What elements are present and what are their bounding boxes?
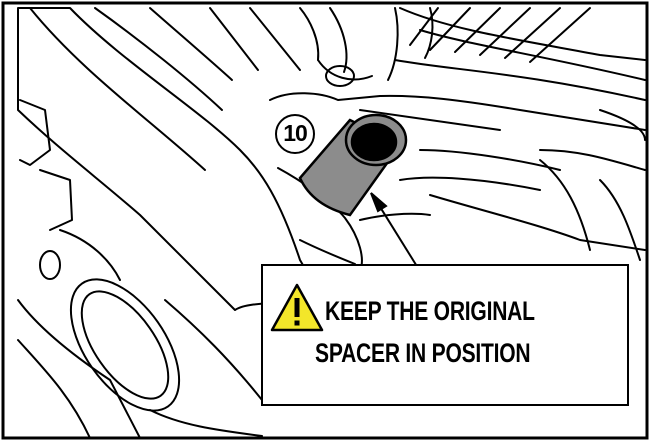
warning-callout: KEEP THE ORIGINAL SPACER IN POSITION [261,264,629,406]
warning-triangle-icon [270,283,324,332]
step-number-badge: 10 [275,114,315,154]
leader-arrow [370,192,419,269]
axle-hole [69,278,181,412]
fork-tube-outline [17,7,336,321]
warning-text-line-1: KEEP THE ORIGINAL [325,296,535,326]
warning-text-line-2: SPACER IN POSITION [315,338,531,368]
spacer [298,113,408,217]
